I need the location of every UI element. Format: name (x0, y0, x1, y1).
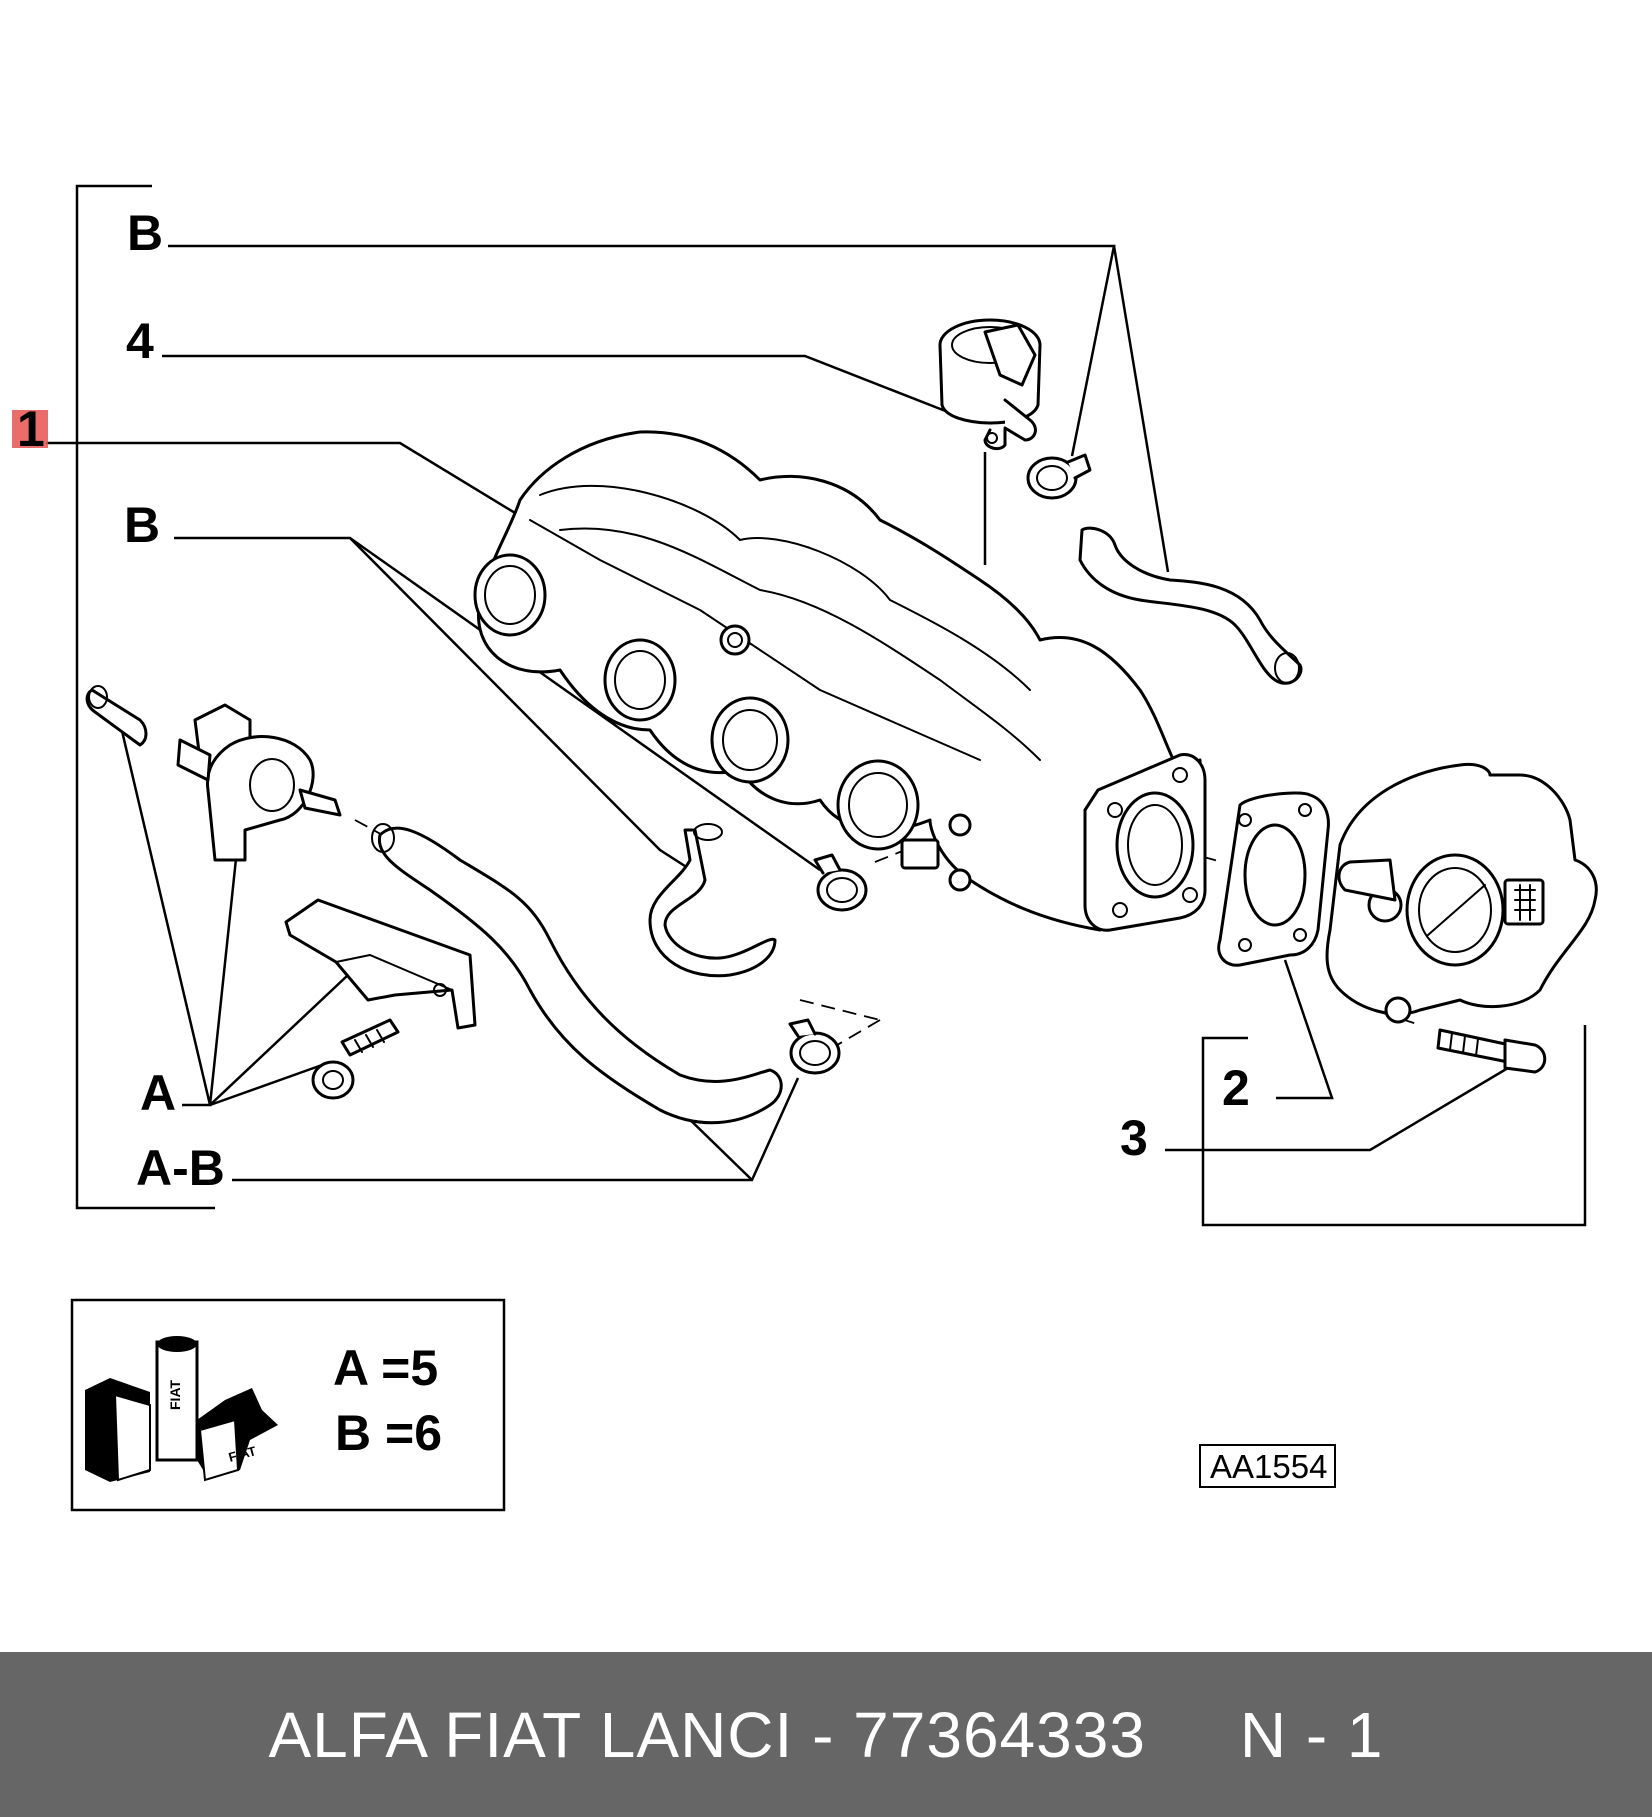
callout-b-top: B (127, 205, 163, 261)
legend-line-a: A =5 (333, 1340, 438, 1396)
bracket-bolt (311, 1018, 400, 1100)
callout-1: 1 (17, 401, 45, 457)
hose-clamp-mid (813, 853, 868, 912)
vacuum-valve (938, 318, 1042, 451)
callout-a-b: A-B (136, 1140, 225, 1196)
legend-box: FIAT FIAT A =5 B =6 (70, 1298, 506, 1512)
callout-2: 2 (1222, 1060, 1250, 1116)
reference-code-box: AA1554 (1199, 1444, 1336, 1488)
callout-1-highlight (12, 410, 48, 448)
hose-clamp-lower (788, 1018, 841, 1075)
fiat-box-label: FIAT (227, 1443, 258, 1465)
callout-4: 4 (126, 313, 154, 369)
legend-line-b: B =6 (335, 1405, 442, 1461)
footer-bar: ALFA FIAT LANCI - 77364333 N - 1 (0, 1652, 1652, 1817)
left-bracket-frame (75, 184, 215, 1210)
hose-clamp-top (1026, 453, 1092, 500)
leader-lines (46, 244, 1509, 1182)
reference-code: AA1554 (1210, 1448, 1327, 1485)
throttle-body (1325, 762, 1598, 1024)
fiat-can-label: FIAT (167, 1379, 183, 1410)
mounting-bracket (284, 898, 477, 1030)
fiat-lubricant-icon: FIAT FIAT (85, 1336, 278, 1482)
callout-b-mid: B (124, 497, 160, 553)
callout-3: 3 (1120, 1110, 1148, 1166)
purge-solenoid (85, 685, 342, 862)
parts-diagram: B 4 1 B A A-B 2 3 FIAT FIAT A =5 B =6 AA… (12, 184, 1598, 1512)
throttle-gasket (1217, 791, 1330, 967)
throttle-bolt (1436, 1028, 1547, 1074)
right-bracket-frame (1201, 1025, 1587, 1227)
footer-part-number: ALFA FIAT LANCI - 77364333 N - 1 (268, 1698, 1384, 1771)
callout-a: A (140, 1065, 176, 1121)
vacuum-hose-mid (648, 823, 777, 978)
vacuum-hose-top (1078, 526, 1303, 685)
intake-manifold (473, 430, 1207, 932)
vacuum-hose-long (371, 823, 783, 1125)
